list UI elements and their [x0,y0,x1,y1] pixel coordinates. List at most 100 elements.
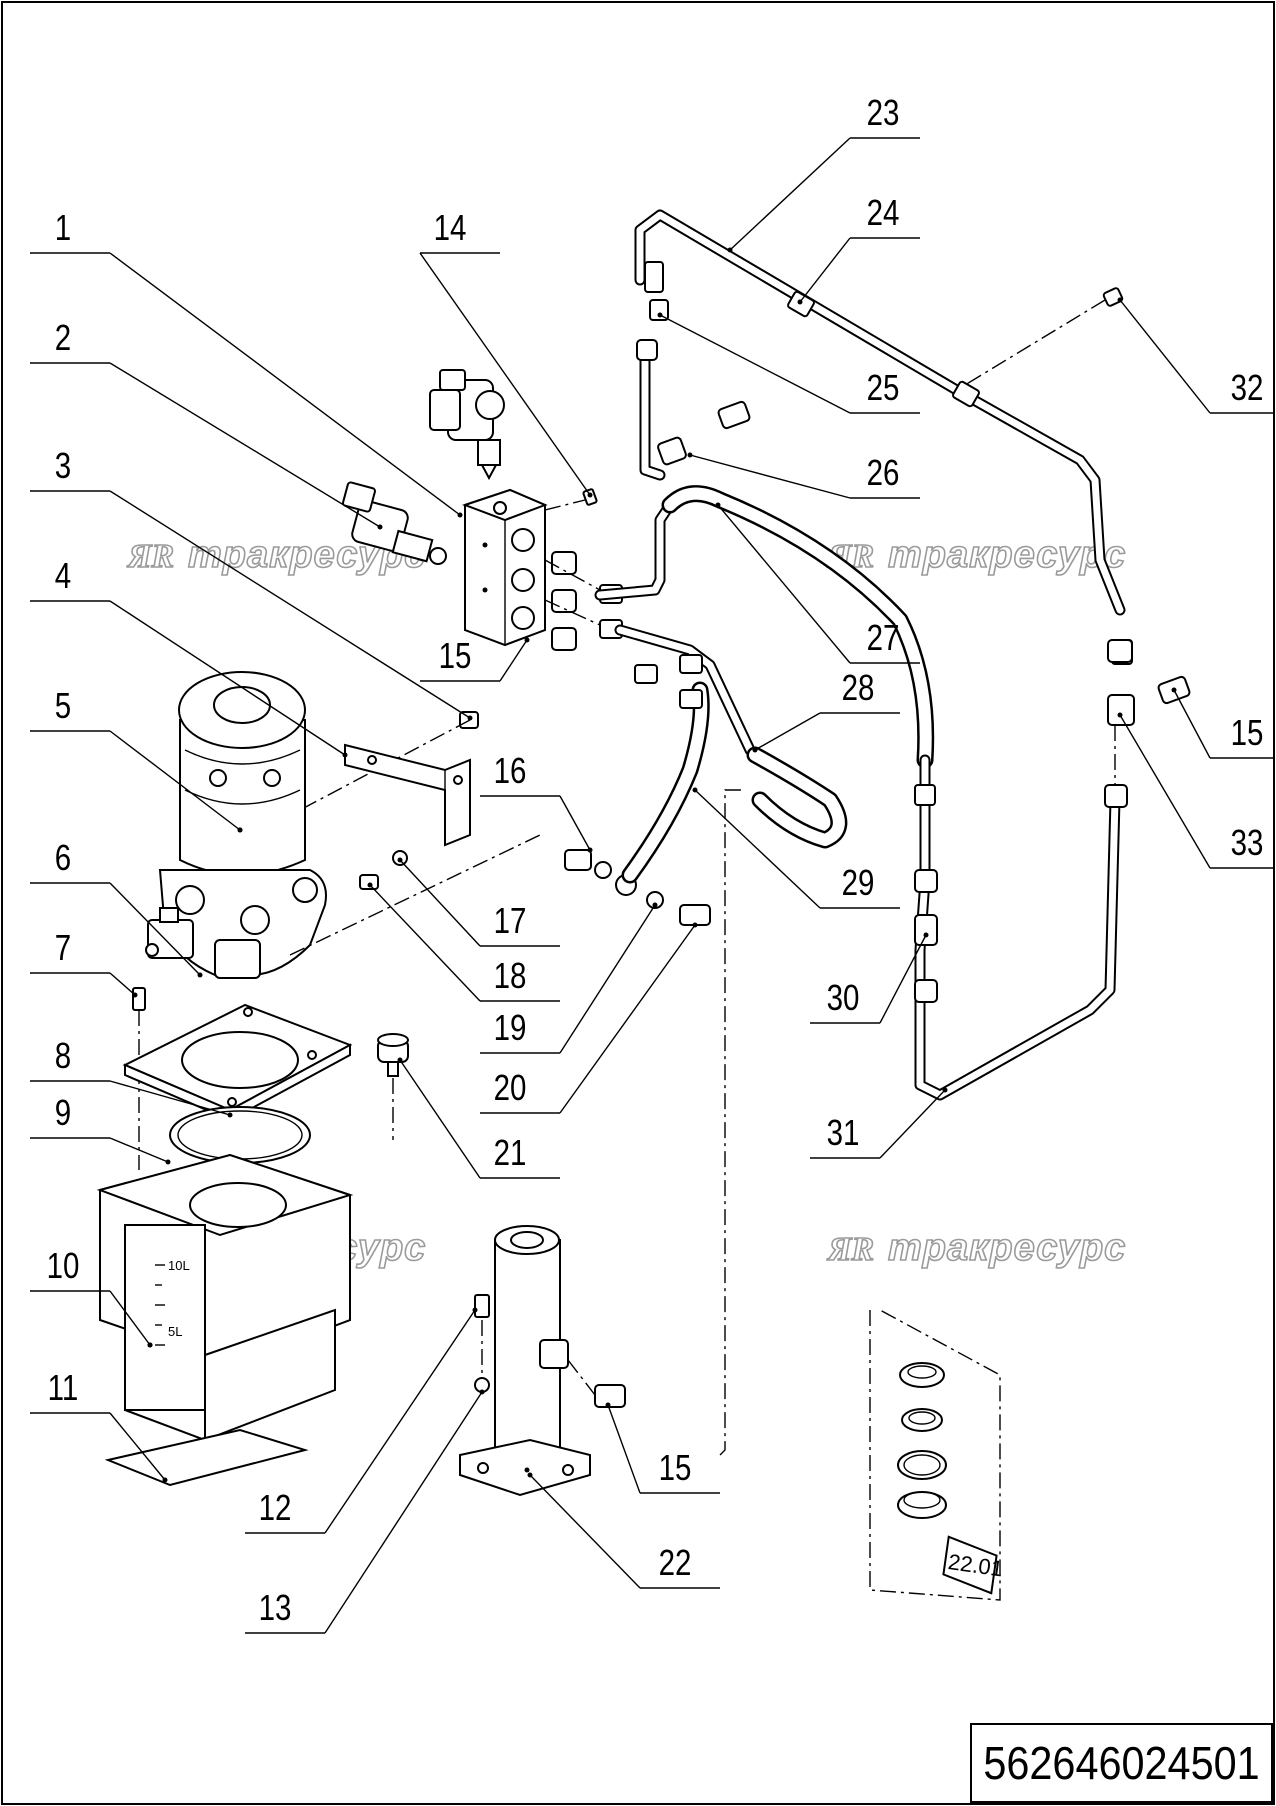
callout-c6: 6 [30,837,203,978]
callout-target-dot [715,502,721,508]
callout-target-dot [657,312,663,318]
hydraulic-cylinder [459,1225,591,1497]
callout-c7: 7 [30,927,138,998]
callout-number: 7 [55,927,71,967]
callout-c1: 1 [30,207,463,518]
callout-leader [689,454,851,499]
callout-target-dot [692,922,698,928]
callout-target-dot [727,247,733,253]
callout-number: 8 [55,1035,71,1075]
callout-target-dot [687,452,693,458]
callout-c3: 3 [30,445,473,721]
callout-target-dot [132,992,138,998]
callout-target-dot [692,787,698,793]
callout-target-dot [397,857,403,863]
callout-leader [1173,689,1211,759]
callout-number: 27 [867,617,900,657]
callout-number: 14 [434,207,467,247]
callout-number: 6 [55,837,71,877]
callout-leader [1119,714,1211,869]
callout-leader [109,1290,151,1346]
callout-target-dot [527,1472,533,1478]
callout-c26: 26 [687,452,920,499]
callout-leader [607,1404,641,1494]
callout-c32: 32 [1117,297,1275,414]
callout-c23: 23 [727,92,920,253]
callout-c18: 18 [367,882,560,1002]
callout-c24: 24 [797,192,920,305]
callout-target-dot [942,1087,948,1093]
callout-target-dot [367,882,373,888]
callout-number: 4 [55,555,71,595]
watermark-text: тракресурс [888,1227,1126,1269]
callout-c11: 11 [30,1367,168,1483]
callout-number: 23 [867,92,900,132]
oil-tank: 10L 5L [96,1153,354,1442]
callout-c15a: 15 [420,635,530,682]
callout-number: 21 [494,1132,527,1172]
pump-base [145,869,327,979]
callout-c30: 30 [810,932,929,1024]
callout-c8: 8 [30,1035,233,1118]
tank-scale-upper: 10L [168,1258,190,1273]
watermark-text: тракресурс [888,534,1126,576]
callout-target-dot [524,637,530,643]
callout-leader [694,789,821,909]
callout-c20: 20 [480,922,698,1114]
document-number: 562646024501 [983,1737,1260,1789]
sheet-pad [104,1428,309,1487]
callout-target-dot [923,932,929,938]
callout-leader [324,1309,476,1534]
callout-c28: 28 [752,667,900,753]
callout-leader [109,600,346,756]
callout-number: 10 [47,1245,80,1285]
callout-number: 25 [867,367,900,407]
callout-target-dot [587,847,593,853]
bolt-12 [474,1294,490,1318]
callout-number: 19 [494,1007,527,1047]
callout-number: 26 [867,452,900,492]
callout-target-dot [752,747,758,753]
callout-leader [109,730,241,831]
callout-leader [499,639,528,682]
callout-number: 9 [55,1092,71,1132]
callout-target-dot [587,492,593,498]
watermark-top-right: ЯR тракресурс [826,533,1126,577]
callout-target-dot [1171,687,1177,693]
callout-leader [879,934,927,1024]
seal-kit-inset: 22.01 [869,1309,1005,1601]
callout-number: 22 [659,1542,692,1582]
flange-plate [122,1003,353,1122]
callout-number: 16 [494,750,527,790]
callout-target-dot [237,827,243,833]
callout-target-dot [377,524,383,530]
bracket [344,743,471,847]
callout-leader [109,1412,166,1481]
callout-leader [729,137,851,251]
callout-leader [324,1391,483,1634]
callout-number: 11 [48,1367,79,1407]
pipe-unions [636,339,1191,1003]
callout-target-dot [227,1112,233,1118]
callout-c22: 22 [527,1472,720,1589]
callout-number: 12 [259,1487,292,1527]
callout-c16: 16 [480,750,593,853]
callout-c17: 17 [397,857,560,947]
callout-number: 2 [55,317,71,357]
callout-c15c: 15 [1171,687,1275,759]
callout-leader [399,1059,481,1179]
watermark-bottom-right: ЯR тракресурс [826,1226,1126,1270]
callout-target-dot [147,1342,153,1348]
callout-c2: 2 [30,317,383,530]
callout-c31: 31 [810,1087,948,1159]
callout-number: 15 [659,1447,692,1487]
callout-leader [559,795,591,851]
callout-number: 17 [494,900,527,940]
callout-number: 24 [867,192,900,232]
callout-leader [717,504,851,664]
callout-leader [109,1080,231,1116]
callout-target-dot [797,299,803,305]
callout-number: 20 [494,1067,527,1107]
valve-block [462,488,548,647]
solenoid-valve-upper [429,369,505,481]
